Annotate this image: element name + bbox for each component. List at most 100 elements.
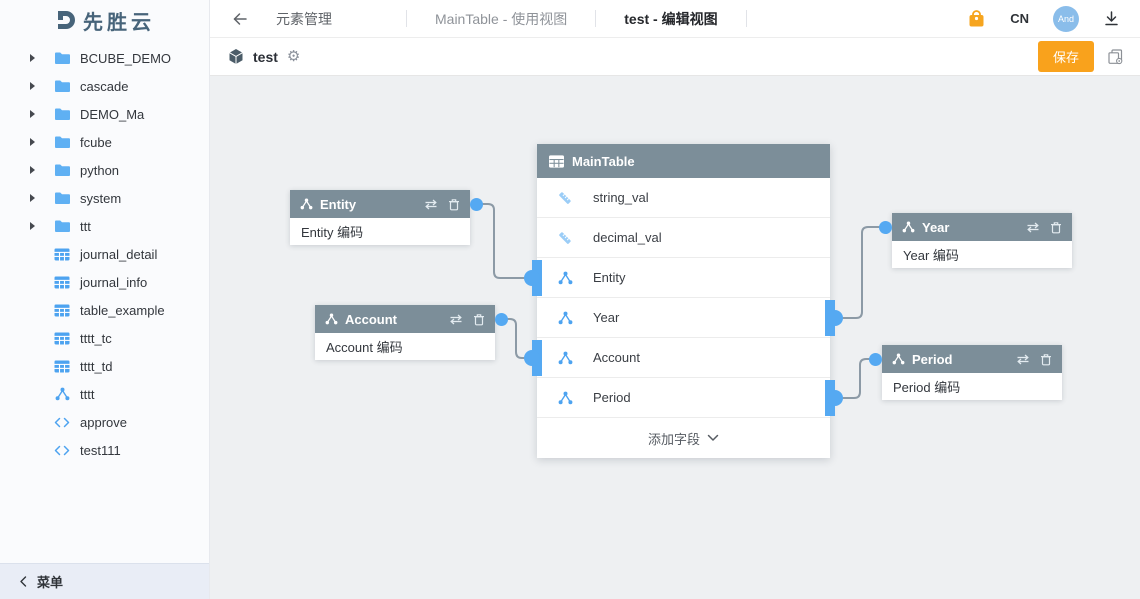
- tree-item-tttt-tc[interactable]: tttt_tc: [0, 324, 209, 352]
- table-icon: [53, 274, 71, 290]
- model-canvas[interactable]: MainTable string_val decimal_val Entity …: [210, 76, 1140, 599]
- period-input-port[interactable]: [869, 353, 882, 366]
- field-row-decimal-val[interactable]: decimal_val: [537, 218, 830, 258]
- node-title: Period: [912, 351, 953, 367]
- expand-arrow-icon[interactable]: [30, 166, 53, 174]
- tree-item-label: approve: [80, 414, 127, 430]
- node-title: Year: [922, 219, 950, 235]
- tree-item-system[interactable]: system: [0, 184, 209, 212]
- collapse-menu-button[interactable]: 菜单: [0, 563, 209, 599]
- expand-arrow-icon[interactable]: [30, 110, 53, 118]
- page-title: 元素管理: [276, 10, 332, 27]
- app-market-bag-icon[interactable]: [967, 9, 986, 29]
- tree-item-bcube-demo[interactable]: BCUBE_DEMO: [0, 44, 209, 72]
- tree-item-fcube[interactable]: fcube: [0, 128, 209, 156]
- field-row-year[interactable]: Year: [537, 298, 830, 338]
- trash-icon[interactable]: [1050, 221, 1062, 234]
- tab-separator: [745, 10, 747, 27]
- save-button[interactable]: 保存: [1037, 41, 1094, 72]
- maintable-period-port[interactable]: [825, 380, 843, 416]
- maintable-entity-port[interactable]: [524, 260, 542, 296]
- tree-item-table-example[interactable]: table_example: [0, 296, 209, 324]
- swap-icon[interactable]: [1026, 222, 1040, 233]
- entity-node-header[interactable]: Entity: [290, 190, 470, 218]
- period-node-header[interactable]: Period: [882, 345, 1062, 373]
- tree-item-demo-ma[interactable]: DEMO_Ma: [0, 100, 209, 128]
- maintable-year-port[interactable]: [825, 300, 843, 336]
- logo-icon: [58, 11, 75, 29]
- period-node[interactable]: Period Period 编码: [869, 345, 1062, 400]
- tree-item-label: journal_detail: [80, 246, 158, 262]
- code-icon: [53, 414, 71, 430]
- tab-maintable-usage-view[interactable]: MainTable - 使用视图: [435, 10, 568, 27]
- swap-icon[interactable]: [449, 314, 463, 325]
- tab-test-edit-view[interactable]: test - 编辑视图: [624, 10, 718, 27]
- chevron-down-icon: [707, 434, 719, 441]
- expand-arrow-icon[interactable]: [30, 222, 53, 230]
- tree-item-journal-detail[interactable]: journal_detail: [0, 240, 209, 268]
- logo-text: 先胜云: [83, 11, 155, 34]
- tree-item-tttt[interactable]: tttt: [0, 380, 209, 408]
- tree-item-cascade[interactable]: cascade: [0, 72, 209, 100]
- account-node[interactable]: Account Account 编码: [315, 305, 508, 360]
- expand-arrow-icon[interactable]: [30, 194, 53, 202]
- save-layout-icon[interactable]: [1107, 48, 1124, 65]
- dimension-icon: [325, 313, 338, 325]
- field-row-entity[interactable]: Entity: [537, 258, 830, 298]
- year-field[interactable]: Year 编码: [903, 248, 959, 263]
- table-icon: [53, 358, 71, 374]
- tree-item-test111[interactable]: test111: [0, 436, 209, 464]
- add-field-button[interactable]: 添加字段: [537, 418, 830, 458]
- entity-node[interactable]: Entity Entity 编码: [290, 190, 483, 245]
- year-node-header[interactable]: Year: [892, 213, 1072, 241]
- tree-item-journal-info[interactable]: journal_info: [0, 268, 209, 296]
- tree-item-label: journal_info: [80, 274, 148, 290]
- field-label: Period: [593, 390, 631, 405]
- table-icon: [53, 246, 71, 262]
- field-label: Entity: [593, 270, 626, 285]
- download-icon[interactable]: [1103, 10, 1120, 27]
- field-row-account[interactable]: Account: [537, 338, 830, 378]
- account-field[interactable]: Account 编码: [326, 340, 403, 355]
- gear-icon[interactable]: ⚙: [286, 48, 301, 65]
- field-label: Account: [593, 350, 640, 365]
- swap-icon[interactable]: [424, 199, 438, 210]
- maintable-node[interactable]: MainTable string_val decimal_val Entity …: [524, 144, 843, 458]
- node-title: Account: [345, 311, 397, 327]
- trash-icon[interactable]: [1040, 353, 1052, 366]
- period-field[interactable]: Period 编码: [893, 380, 961, 395]
- entity-output-port[interactable]: [470, 198, 483, 211]
- entity-field[interactable]: Entity 编码: [301, 225, 364, 240]
- user-avatar[interactable]: And: [1053, 5, 1079, 32]
- trash-icon[interactable]: [448, 198, 460, 211]
- field-row-string-val[interactable]: string_val: [537, 178, 830, 218]
- account-output-port[interactable]: [495, 313, 508, 326]
- folder-icon: [53, 218, 71, 234]
- expand-arrow-icon[interactable]: [30, 54, 53, 62]
- language-switcher[interactable]: CN: [1010, 11, 1029, 26]
- expand-arrow-icon[interactable]: [30, 82, 53, 90]
- measure-field-icon: [557, 230, 573, 246]
- tree-item-label: cascade: [80, 78, 129, 94]
- field-label: string_val: [593, 190, 649, 205]
- tree-item-tttt-td[interactable]: tttt_td: [0, 352, 209, 380]
- account-node-header[interactable]: Account: [315, 305, 495, 333]
- tree-item-approve[interactable]: approve: [0, 408, 209, 436]
- table-icon: [549, 154, 564, 168]
- maintable-node-header[interactable]: MainTable: [537, 144, 830, 178]
- trash-icon[interactable]: [473, 313, 485, 326]
- tree-item-python[interactable]: python: [0, 156, 209, 184]
- maintable-title: MainTable: [572, 153, 635, 169]
- connector-account-maintable: [500, 318, 525, 359]
- back-button[interactable]: [228, 8, 250, 30]
- expand-arrow-icon[interactable]: [30, 138, 53, 146]
- tree-item-ttt[interactable]: ttt: [0, 212, 209, 240]
- year-node[interactable]: Year Year 编码: [879, 213, 1072, 268]
- year-input-port[interactable]: [879, 221, 892, 234]
- maintable-account-port[interactable]: [524, 340, 542, 376]
- field-row-period[interactable]: Period: [537, 378, 830, 418]
- swap-icon[interactable]: [1016, 354, 1030, 365]
- folder-icon: [53, 162, 71, 178]
- field-label: Year: [593, 310, 620, 325]
- dimension-icon: [902, 221, 915, 233]
